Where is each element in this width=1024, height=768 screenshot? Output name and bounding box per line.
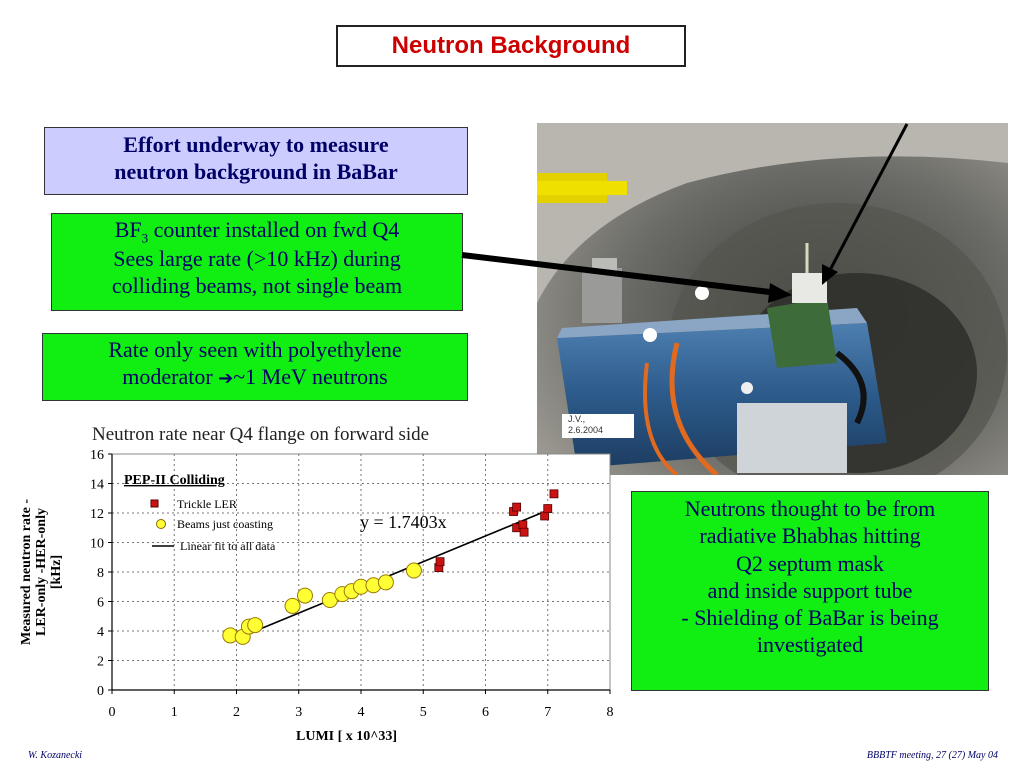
bf3-pointer-arrow	[461, 252, 779, 296]
photo-stamp-line-2: 2.6.2004	[568, 425, 604, 435]
slide-title: Neutron Background	[391, 32, 631, 59]
coasting-point	[405, 562, 422, 579]
y-axis-label-line-2: LER-only -HER-only	[34, 508, 49, 636]
y-tick-label: 8	[97, 566, 104, 581]
x-tick-label: 2	[233, 705, 240, 720]
coasting-point	[284, 597, 301, 614]
neutron-source-line-2: radiative Bhabhas hitting	[699, 523, 921, 549]
legend-coasting-marker	[156, 519, 166, 529]
y-tick-label: 14	[90, 478, 104, 493]
trickle-point	[519, 527, 529, 537]
x-axis-label: LUMI [ x 10^33]	[296, 729, 397, 744]
bf3-prefix: BF	[114, 217, 142, 242]
y-tick-labels: 0 2 4 6 8 10 12 14 16	[90, 448, 104, 699]
effort-box: Effort underway to measure neutron backg…	[44, 127, 468, 195]
data-series	[222, 489, 559, 645]
moderator-box: Rate only seen with polyethylene moderat…	[42, 333, 468, 401]
x-tick-label: 8	[607, 705, 614, 720]
coasting-point	[377, 574, 394, 591]
detector-pointer-arrow	[827, 123, 909, 273]
bf3-line-3: colliding beams, not single beam	[111, 273, 403, 299]
neutron-source-box: Neutrons thought to be from radiative Bh…	[631, 491, 989, 691]
right-arrow-icon: ➔	[218, 367, 234, 389]
coasting-point	[296, 587, 313, 604]
trickle-point	[512, 502, 522, 512]
bf3-counter-box: BF3 counter installed on fwd Q4 Sees lar…	[51, 213, 463, 311]
y-tick-label: 10	[90, 537, 104, 552]
moderator-suffix: ~1 MeV neutrons	[233, 363, 388, 389]
detector-pointer-arrowhead	[822, 264, 838, 285]
y-tick-label: 0	[97, 684, 104, 699]
y-tick-label: 4	[97, 625, 104, 640]
trickle-point	[543, 504, 553, 513]
x-tick-label: 4	[358, 705, 365, 720]
effort-line-2: neutron background in BaBar	[114, 158, 398, 184]
legend: Trickle LER Beams just coasting Linear f…	[150, 497, 276, 553]
y-tick-label: 12	[90, 507, 104, 522]
photo-stamp-line-1: J.V.,	[568, 414, 586, 424]
neutron-source-line-5: - Shielding of BaBar is being	[681, 605, 939, 631]
trickle-point	[435, 557, 445, 567]
legend-fit-label: Linear fit to all data	[180, 539, 276, 553]
x-tick-label: 6	[482, 705, 489, 720]
footer-author: W. Kozanecki	[28, 750, 83, 761]
x-tick-labels: 0 1 2 3 4 5 6 7 8	[109, 705, 614, 720]
x-tick-label: 3	[295, 705, 302, 720]
photo-stamp: J.V., 2.6.2004	[562, 414, 634, 438]
neutron-source-line-1: Neutrons thought to be from	[684, 496, 936, 521]
moderator-line-2: moderator ➔~1 MeV neutrons	[43, 364, 467, 391]
moderator-prefix: moderator	[122, 363, 219, 389]
legend-trickle-marker	[150, 499, 159, 508]
y-tick-label: 16	[90, 448, 104, 463]
y-axis-label: Measured neutron rate - LER-only -HER-on…	[19, 499, 64, 645]
x-tick-label: 5	[420, 705, 427, 720]
chart-svg: Neutron rate near Q4 flange on forward s…	[19, 424, 614, 744]
y-tick-label: 6	[97, 596, 104, 611]
x-tick-label: 0	[109, 705, 116, 720]
x-tick-label: 7	[544, 705, 551, 720]
trickle-point	[549, 489, 559, 499]
bf3-pointer-arrowhead	[768, 283, 792, 303]
axes	[108, 453, 611, 694]
neutron-source-line-6: investigated	[756, 632, 864, 658]
legend-trickle-label: Trickle LER	[177, 497, 237, 511]
y-tick-label: 2	[97, 655, 104, 670]
bf3-line-1: BF3 counter installed on fwd Q4	[52, 217, 462, 246]
neutron-source-line-4: and inside support tube	[707, 577, 913, 603]
slide-title-box: Neutron Background	[336, 25, 686, 67]
fit-equation: y = 1.7403x	[360, 512, 447, 532]
fit-line	[229, 508, 552, 643]
moderator-line-1: Rate only seen with polyethylene	[108, 337, 402, 362]
grid-lines	[112, 454, 610, 690]
trickle-point	[540, 511, 550, 521]
y-axis-label-line-1: Measured neutron rate -	[19, 499, 34, 645]
legend-coasting-label: Beams just coasting	[177, 517, 273, 531]
bf3-suffix: counter installed on fwd Q4	[148, 217, 400, 242]
effort-line-1: Effort underway to measure	[123, 132, 389, 157]
footer-meeting: BBBTF meeting, 27 (27) May 04	[866, 750, 998, 761]
inset-label: PEP-II Colliding	[124, 473, 225, 488]
bf3-line-2: Sees large rate (>10 kHz) during	[113, 246, 401, 272]
neutron-source-line-3: Q2 septum mask	[736, 550, 884, 576]
trickle-point	[518, 520, 528, 530]
bf3-subscript: 3	[141, 230, 149, 246]
coasting-point	[247, 617, 264, 634]
neutron-rate-chart: Neutron rate near Q4 flange on forward s…	[0, 414, 628, 746]
y-axis-label-line-3: [kHz]	[49, 555, 64, 589]
chart-title: Neutron rate near Q4 flange on forward s…	[92, 424, 429, 445]
x-tick-label: 1	[171, 705, 178, 720]
